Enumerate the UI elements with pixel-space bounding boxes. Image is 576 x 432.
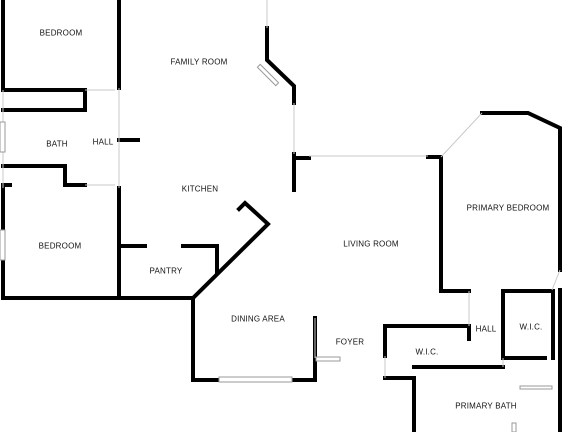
room-label-primary-bedroom: PRIMARY BEDROOM: [466, 203, 550, 213]
room-label-foyer: FOYER: [335, 337, 365, 347]
room-label-hall-left: HALL: [92, 137, 114, 147]
room-label-family-room: FAMILY ROOM: [170, 57, 228, 67]
room-label-wic-right: W.I.C.: [519, 322, 543, 332]
room-label-primary-bath: PRIMARY BATH: [455, 401, 517, 411]
room-label-bedroom-bottom: BEDROOM: [38, 241, 82, 251]
room-label-bath: BATH: [46, 139, 68, 149]
room-label-dining-area: DINING AREA: [231, 314, 285, 324]
room-label-kitchen: KITCHEN: [181, 184, 219, 194]
walls: [1, 0, 562, 432]
room-label-bedroom-top: BEDROOM: [39, 28, 83, 38]
room-label-hall-right: HALL: [475, 324, 497, 334]
room-label-wic-left: W.I.C.: [415, 347, 439, 357]
room-label-living-room: LIVING ROOM: [343, 239, 399, 249]
windows-and-openings: [0, 0, 561, 432]
room-label-pantry: PANTRY: [149, 266, 183, 276]
